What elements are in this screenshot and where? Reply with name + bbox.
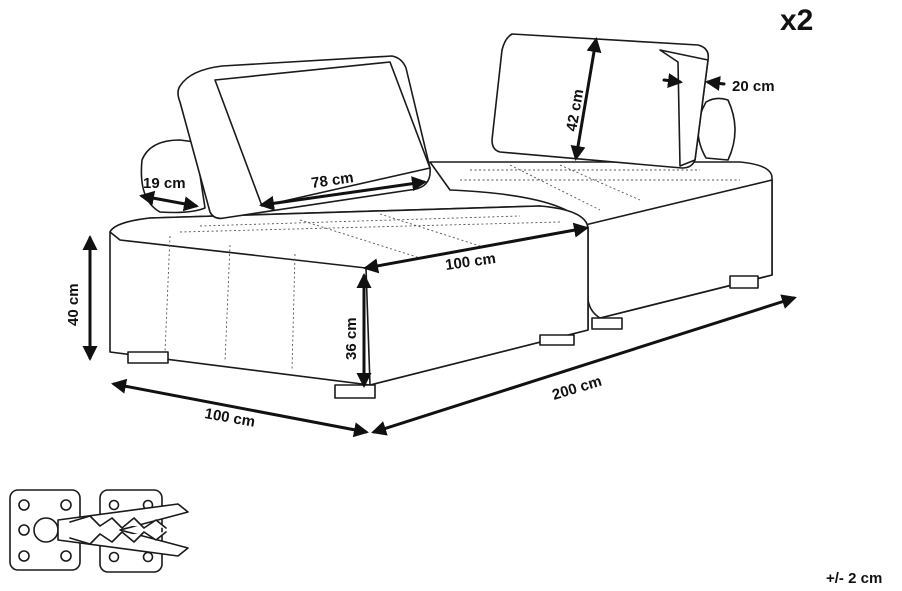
sofa-foot [127,351,169,364]
sofa-foot [334,384,376,399]
sofa-module-back [429,161,773,330]
seat-height-label: 36 cm [343,317,360,360]
backrest-thickness-arrow-left [662,73,683,88]
armrest-right [697,97,736,161]
length-total-arrow [371,294,797,436]
seat-depth-arrow [363,222,589,274]
backrest-cushion-left [177,55,431,220]
sofa-foot [539,334,575,346]
quantity-label: x2 [780,4,813,37]
seat-depth-label: 100 cm [444,250,497,274]
width-front-arrow [111,378,369,438]
backrest-height-arrow [570,37,602,161]
sofa-module-front [109,205,589,399]
backrest-cushion-right [491,33,710,169]
connector-bracket-icon [9,489,81,571]
tolerance-label: +/- 2 cm [826,570,882,587]
sofa-foot [729,275,759,289]
sofa-foot [591,317,623,330]
armrest-depth-arrow [139,190,199,212]
length-total-label: 200 cm [550,373,604,404]
backrest-thickness-arrow-right [705,76,726,91]
connector-clip-icon [57,489,189,573]
backrest-width-arrow [259,176,427,211]
backrest-width-label: 78 cm [310,169,354,192]
total-height-label: 40 cm [65,283,82,326]
armrest-depth-label: 19 cm [143,175,186,192]
backrest-thickness-label: 20 cm [732,78,775,95]
